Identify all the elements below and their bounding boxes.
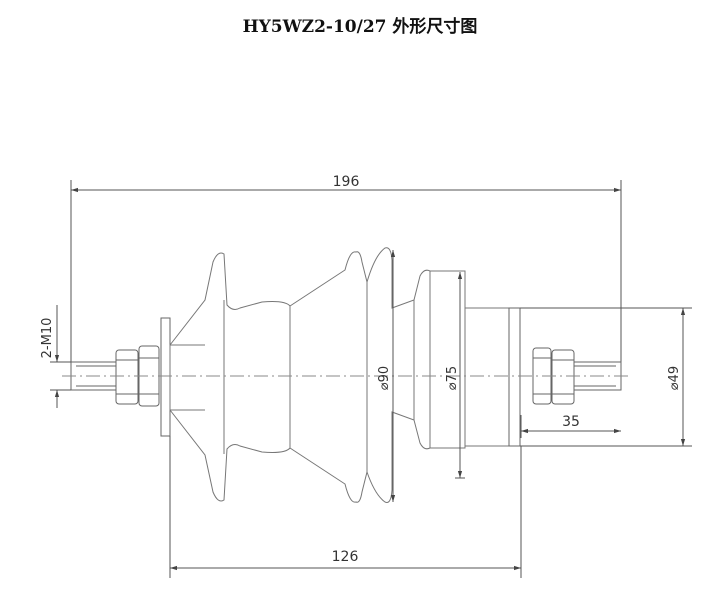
right-end-cap xyxy=(508,307,521,447)
dimension-stud-length xyxy=(520,415,621,438)
shed-diameter-1-label: ⌀90 xyxy=(377,366,392,390)
shed-diameter-2-label: ⌀75 xyxy=(445,366,460,390)
dimension-end-cap-diameter xyxy=(520,307,692,447)
thread-spec-label: 2-M10 xyxy=(40,318,55,359)
overall-length-label: 196 xyxy=(333,174,360,190)
left-flange-plate xyxy=(160,317,171,437)
dimension-shed-length xyxy=(169,436,522,578)
shed-length-label: 126 xyxy=(332,549,359,565)
dimension-thread xyxy=(50,305,71,408)
end-cap-diameter-label: ⌀49 xyxy=(667,366,682,390)
right-nuts xyxy=(532,347,575,405)
dimension-shed-diameter-2 xyxy=(455,272,465,479)
stud-length-label: 35 xyxy=(562,414,580,430)
left-nuts xyxy=(115,345,160,407)
dimension-overall-length xyxy=(70,180,622,365)
drawing-title: HY5WZ2-10/27 外形尺寸图 xyxy=(242,17,478,37)
